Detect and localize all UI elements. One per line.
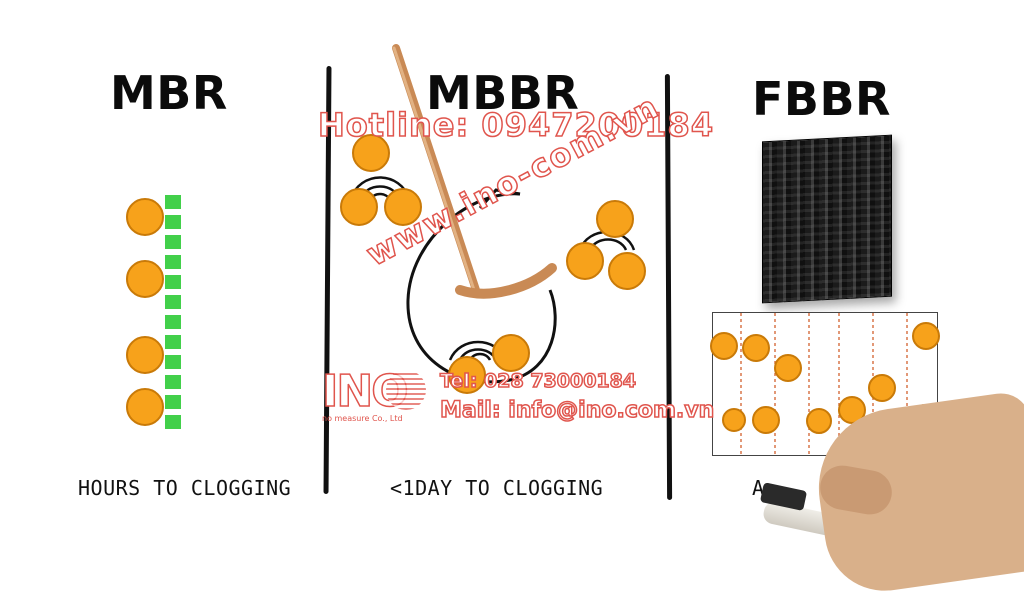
mbr-caption: HOURS TO CLOGGING xyxy=(78,476,292,500)
particle xyxy=(806,408,832,434)
particle xyxy=(126,388,164,426)
watermark-tel: Tel: 028 73000184 xyxy=(439,369,637,393)
paddle-blade xyxy=(455,263,557,299)
particle xyxy=(596,200,634,238)
membrane-strip xyxy=(165,195,181,443)
particle xyxy=(492,334,530,372)
watermark-mail: Mail: info@ino.com.vn xyxy=(439,397,715,424)
particle xyxy=(868,374,896,402)
particle xyxy=(742,334,770,362)
particle xyxy=(340,188,378,226)
particle xyxy=(126,336,164,374)
particle xyxy=(752,406,780,434)
watermark-hotline: Hotline: 0947200184 xyxy=(317,105,715,145)
diagram-canvas: MBR MBBR FBBR xyxy=(0,0,1024,576)
particle xyxy=(608,252,646,290)
fbbr-title: FBBR xyxy=(752,72,891,126)
particle xyxy=(566,242,604,280)
mbbr-caption: <1DAY TO CLOGGING xyxy=(390,476,604,500)
particle xyxy=(126,260,164,298)
stirring-rod xyxy=(392,44,480,294)
arrow-head xyxy=(478,188,521,209)
mbbr-title: MBBR xyxy=(426,66,580,120)
ino-logo-subtitle: no measure Co., Ltd xyxy=(322,414,403,423)
particle xyxy=(912,322,940,350)
particle xyxy=(384,188,422,226)
particle xyxy=(710,332,738,360)
particle xyxy=(774,354,802,382)
mbr-title: MBR xyxy=(110,66,228,120)
globe-icon xyxy=(386,370,426,410)
particle xyxy=(126,198,164,236)
fixed-bed-media xyxy=(762,134,892,304)
particle xyxy=(352,134,390,172)
particle xyxy=(448,356,486,394)
particle xyxy=(722,408,746,432)
